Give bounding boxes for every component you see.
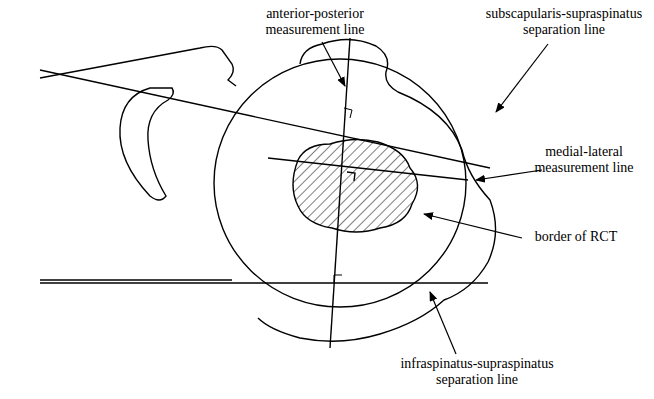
separation-label: subscapularis-supraspinatus separation l… [478, 6, 650, 38]
separation-label: infraspinatus-supraspinatus separation l… [386, 356, 568, 388]
measurement-label: medial-lateral measurement line [528, 144, 640, 176]
tear-label: border of RCT [518, 229, 634, 245]
measurement-label: anterior-posterior measurement line [252, 6, 378, 38]
